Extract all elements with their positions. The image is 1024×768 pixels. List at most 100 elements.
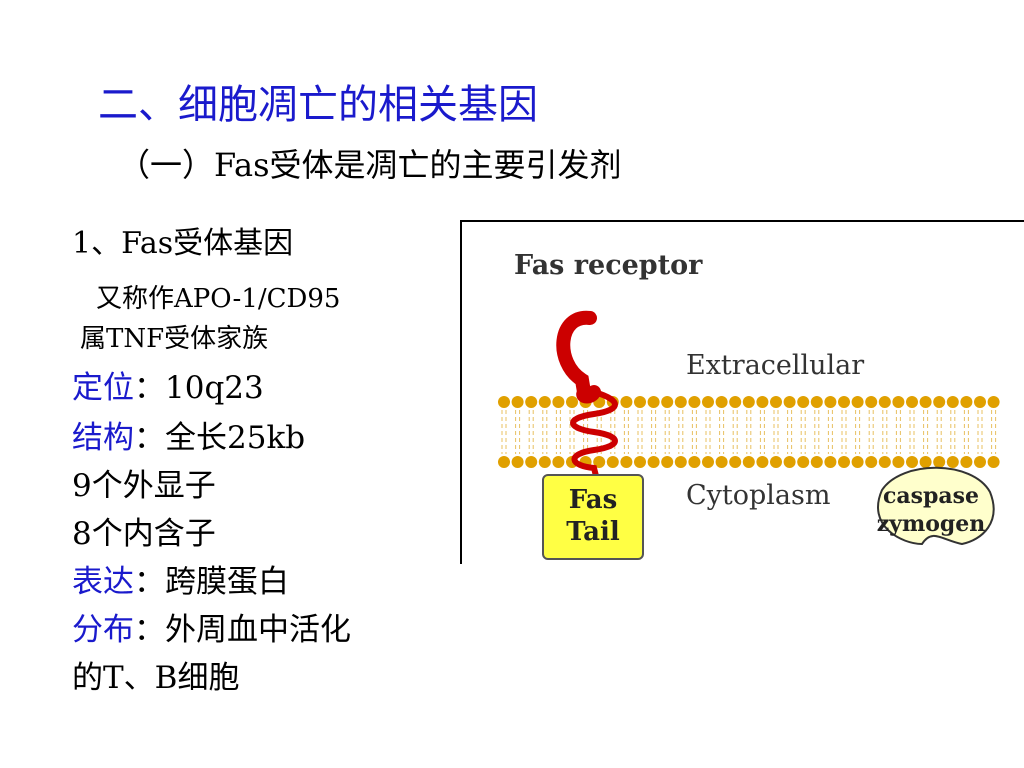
lipid-head [647,396,660,408]
lipid-head [824,456,837,468]
lipid-head [878,396,891,408]
lipid-head [906,396,918,408]
distribution-value: ：外周血中活化 [134,612,351,648]
expression-value: ：跨膜蛋白 [134,564,289,600]
exons-text: 9个外显子 [72,468,216,504]
lipid-head [647,456,660,468]
lipid-head [987,396,1000,408]
lipid-head [661,396,674,408]
caspase-line2: zymogen [876,511,986,537]
lipid-head [498,456,510,468]
membrane-lipid-tails [501,410,997,454]
slide-subtitle: （一）Fas受体是凋亡的主要引发剂 [118,146,622,184]
lipid-head [498,396,510,408]
lipid-head [620,396,633,408]
fas-tail-line1: Fas [568,485,618,515]
slide-title: 二、细胞凋亡的相关基因 [98,82,538,128]
membrane-top-layer [498,396,1000,408]
lipid-head [702,396,714,408]
lipid-head [919,456,932,468]
lipid-head [878,456,891,468]
expression-line: 表达：跨膜蛋白 [72,556,289,601]
lipid-head [974,396,986,408]
lipid-head [688,456,701,468]
lipid-head [742,456,755,468]
lipid-head [770,396,782,408]
lipid-head [511,456,524,468]
lipid-head [511,396,524,408]
lipid-head [838,456,850,468]
extracellular-label: Extracellular [686,350,865,381]
lipid-head [634,456,646,468]
lipid-head [525,456,538,468]
fas-tail-box: Fas Tail [542,474,644,560]
lipid-head [851,456,864,468]
figure-title: Fas receptor [514,250,703,281]
location-value: ：10q23 [134,370,264,406]
lipid-head [838,396,850,408]
lipid-head [552,456,565,468]
lipid-head [538,396,551,408]
lipid-head [674,396,687,408]
location-line: 定位：10q23 [72,362,264,407]
expression-label: 表达 [72,564,134,600]
lipid-head [715,456,728,468]
lipid-head [729,396,742,408]
fas-receptor-figure: Fas receptor Extracellular Cytoplasm Fas… [460,220,1024,564]
lipid-head [797,456,810,468]
lipid-head [810,396,823,408]
lipid-head [715,396,728,408]
alias-text: 又称作APO-1/CD95 [96,284,341,314]
lipid-head [892,456,905,468]
location-label: 定位 [72,370,134,406]
lipid-head [946,456,959,468]
lipid-head [824,396,837,408]
lipid-head [770,456,782,468]
lipid-head [620,456,633,468]
lipid-head [606,456,619,468]
receptor-extracellular-domain [556,310,601,404]
lipid-head [661,456,674,468]
lipid-head [525,396,538,408]
structure-line: 结构：全长25kb [72,412,305,457]
membrane-bottom-layer [498,456,1000,468]
fas-tail-line2: Tail [566,517,620,547]
caspase-line1: caspase [882,483,980,509]
cytoplasm-label: Cytoplasm [686,480,831,511]
caspase-zymogen-shape [877,466,995,546]
lipid-head [674,456,687,468]
lipid-head [593,456,606,468]
lipid-head [865,396,878,408]
distribution-line: 分布：外周血中活化 [72,604,351,649]
lipid-head [783,456,796,468]
family-text: 属TNF受体家族 [80,324,269,354]
lipid-head [756,396,769,408]
lipid-head [566,396,578,408]
lipid-head [933,396,946,408]
structure-label: 结构 [72,420,134,456]
lipid-head [756,456,769,468]
lipid-head [933,456,946,468]
lipid-head [797,396,810,408]
lipid-head [538,456,551,468]
lipid-head [987,456,1000,468]
lipid-head [906,456,918,468]
lipid-head [946,396,959,408]
receptor-transmembrane-helix [570,389,618,479]
lipid-head [634,396,646,408]
lipid-head [552,396,565,408]
lipid-head [960,396,973,408]
lipid-head [702,456,714,468]
lipid-head [729,456,742,468]
gene-heading: 1、Fas受体基因 [72,226,294,261]
caspase-zymogen: caspase zymogen [866,472,996,552]
membrane-diagram [498,310,1000,546]
lipid-head [688,396,701,408]
lipid-head [960,456,973,468]
lipid-head [742,396,755,408]
lipid-head [810,456,823,468]
lipid-head [919,396,932,408]
distribution-label: 分布 [72,612,134,648]
lipid-head [892,396,905,408]
